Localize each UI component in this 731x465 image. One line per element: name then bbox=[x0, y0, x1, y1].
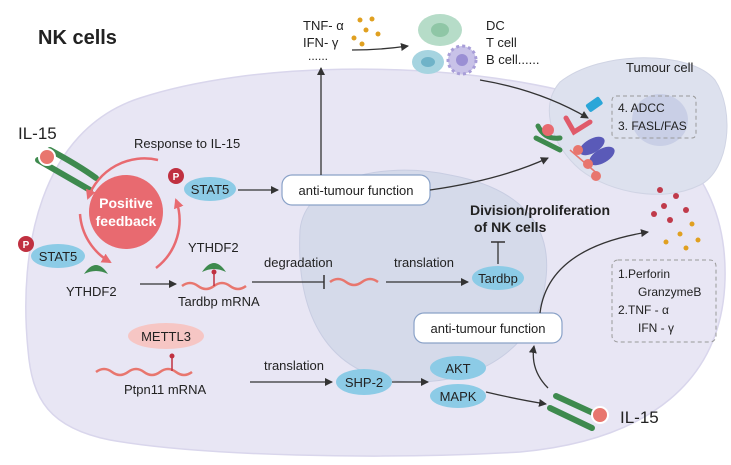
tardbp-pill bbox=[472, 266, 524, 290]
stat5-left-label: STAT5 bbox=[39, 249, 78, 264]
positive-feedback-line2: feedback bbox=[96, 213, 157, 229]
mettl3-pill bbox=[128, 323, 204, 349]
secreted-granzyme: GranzymeB bbox=[638, 285, 701, 299]
cytokine-tnf: TNF- α bbox=[303, 18, 344, 33]
tardbp-mrna-nuclear bbox=[329, 277, 379, 287]
cytokine-ifn: IFN- γ bbox=[303, 35, 339, 50]
immune-bcell: B cell...... bbox=[486, 52, 539, 67]
mechanism-fasl: 3. FASL/FAS bbox=[618, 119, 687, 133]
mettl3-label: METTL3 bbox=[141, 329, 191, 344]
ythdf2-left-icon bbox=[84, 265, 108, 274]
arrow-to-immune-cells bbox=[351, 43, 409, 51]
mapk-pill bbox=[430, 384, 486, 408]
ptpn11-mrna-label: Ptpn11 mRNA bbox=[124, 382, 206, 397]
secreted-box bbox=[611, 259, 717, 343]
response-label: Response to IL-15 bbox=[134, 136, 240, 151]
il15-receptor-left-icon bbox=[35, 147, 99, 193]
arrow-antitumour-to-secretion bbox=[539, 229, 649, 314]
phospho-label-left: P bbox=[23, 240, 30, 251]
secreted-granules bbox=[651, 187, 701, 251]
secreted-perforin: 1.Perforin bbox=[618, 267, 670, 281]
division-line2: of NK cells bbox=[474, 219, 547, 235]
cytokine-dots bbox=[351, 16, 381, 47]
il15-receptor-right-icon bbox=[547, 393, 609, 431]
shp2-label: SHP-2 bbox=[345, 375, 383, 390]
degradation-label: degradation bbox=[264, 255, 333, 270]
arrow-antitumour-to-tumour bbox=[429, 157, 549, 191]
translation-label-1: translation bbox=[394, 255, 454, 270]
anti-tumour-box-2 bbox=[413, 312, 563, 344]
mapk-label: MAPK bbox=[440, 389, 477, 404]
arrow-mapk-to-receptor bbox=[485, 391, 547, 407]
secreted-tnf: 2.TNF - α bbox=[618, 303, 669, 317]
phospho-label-top: P bbox=[173, 172, 180, 183]
arrow-immune-to-tumour bbox=[479, 79, 589, 119]
phospho-badge-top bbox=[168, 168, 184, 184]
m6a-dot-tardbp bbox=[211, 269, 217, 275]
tardbp-mrna-label: Tardbp mRNA bbox=[178, 294, 260, 309]
cytokine-ellipsis: ...... bbox=[308, 49, 328, 63]
ythdf2-mid-icon bbox=[202, 263, 226, 272]
positive-feedback-line1: Positive bbox=[99, 195, 153, 211]
tardbp-label: Tardbp bbox=[478, 271, 518, 286]
division-line1: Division/proliferation bbox=[470, 202, 610, 218]
il15-left-label: IL-15 bbox=[18, 124, 57, 143]
akt-pill bbox=[430, 356, 486, 380]
title: NK cells bbox=[38, 27, 117, 49]
positive-feedback-circle bbox=[89, 175, 163, 249]
tumour-cell-label: Tumour cell bbox=[626, 60, 694, 75]
il15-right-label: IL-15 bbox=[620, 408, 659, 427]
arrow-receptor-to-antitumour bbox=[528, 345, 549, 389]
adcc-receptor-icon bbox=[533, 96, 615, 181]
shp2-pill bbox=[336, 369, 392, 395]
stat5-left-pill bbox=[31, 244, 85, 268]
immune-cells-icon bbox=[412, 14, 478, 76]
translation-label-2: translation bbox=[264, 358, 324, 373]
m6a-dot-ptpn11 bbox=[169, 353, 175, 359]
stat5-top-pill bbox=[184, 177, 236, 201]
tumour-nucleus bbox=[632, 94, 688, 146]
anti-tumour-label-2: anti-tumour function bbox=[431, 321, 546, 336]
anti-tumour-label-1: anti-tumour function bbox=[299, 183, 414, 198]
ythdf2-mid-label: YTHDF2 bbox=[188, 240, 239, 255]
immune-dc: DC bbox=[486, 18, 505, 33]
mechanisms-box bbox=[611, 95, 697, 139]
ythdf2-left-label: YTHDF2 bbox=[66, 284, 117, 299]
ptpn11-mrna-strand bbox=[95, 367, 193, 377]
feedback-loop bbox=[78, 157, 184, 269]
secreted-ifn: IFN - γ bbox=[638, 321, 674, 335]
mechanism-adcc: 4. ADCC bbox=[618, 101, 665, 115]
stat5-top-label: STAT5 bbox=[191, 182, 230, 197]
immune-tcell: T cell bbox=[486, 35, 517, 50]
phospho-badge-left bbox=[18, 236, 34, 252]
akt-label: AKT bbox=[445, 361, 470, 376]
